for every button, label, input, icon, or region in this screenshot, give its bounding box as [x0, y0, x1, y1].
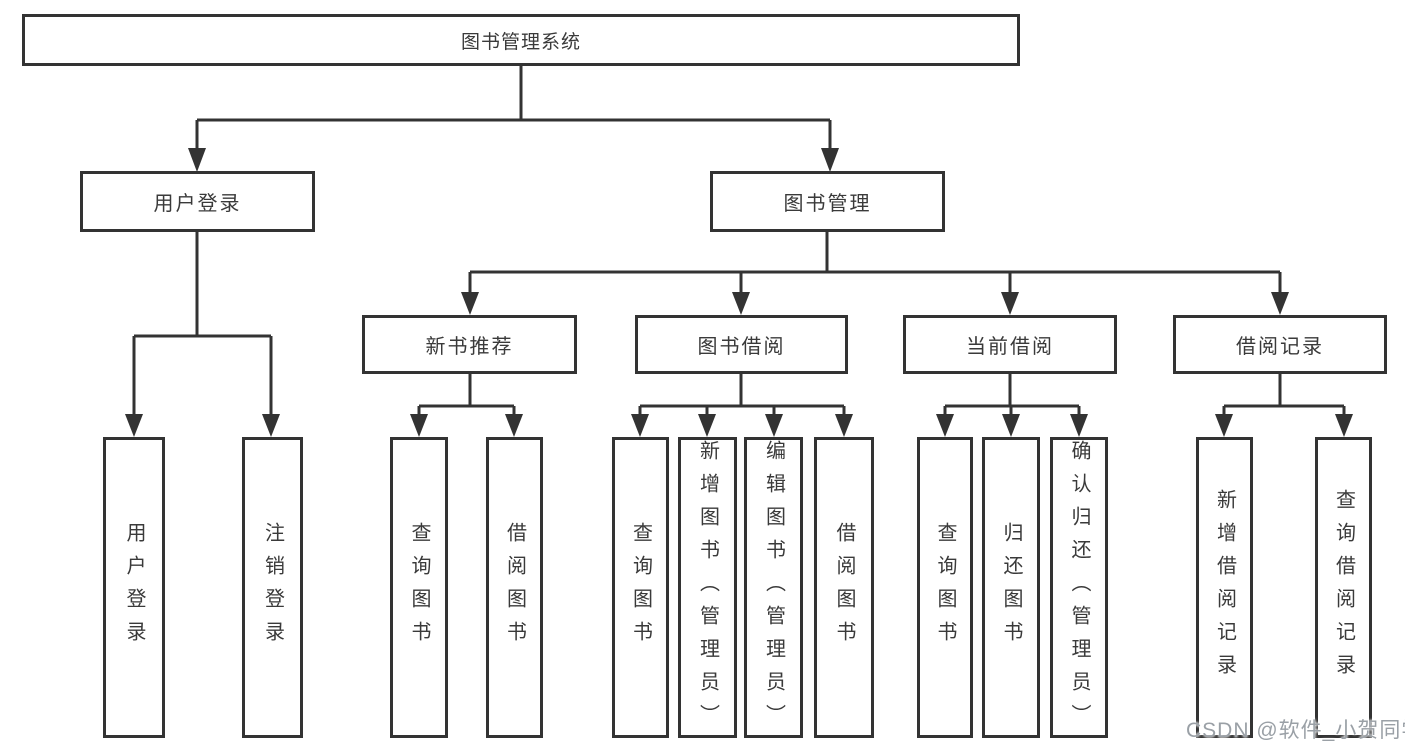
- connector-user-login-to-leaves: [125, 232, 280, 437]
- connector-book-borrow-to-leaves: [631, 374, 853, 437]
- connector-borrow-records-to-leaves: [1215, 374, 1353, 437]
- node-borrow-records: 借阅记录: [1173, 315, 1387, 374]
- node-query-books-recommend: 查询图书: [390, 437, 448, 738]
- node-query-borrow-record: 查询借阅记录: [1315, 437, 1372, 738]
- node-book-borrow: 图书借阅: [635, 315, 848, 374]
- node-user-login-leaf: 用户登录: [103, 437, 165, 738]
- node-current-borrow: 当前借阅: [903, 315, 1117, 374]
- node-query-books-borrow: 查询图书: [612, 437, 669, 738]
- connector-book-management-to-level3: [461, 232, 1289, 315]
- node-new-book-recommend: 新书推荐: [362, 315, 577, 374]
- node-borrow-books-leaf: 借阅图书: [814, 437, 874, 738]
- connector-new-book-recommend-to-leaves: [410, 374, 523, 437]
- node-confirm-return-admin: 确认归还（管理员）: [1050, 437, 1108, 738]
- node-root: 图书管理系统: [22, 14, 1020, 66]
- node-query-books-current: 查询图书: [917, 437, 973, 738]
- node-return-books: 归还图书: [982, 437, 1040, 738]
- node-edit-books-admin: 编辑图书（管理员）: [744, 437, 803, 738]
- node-add-borrow-record: 新增借阅记录: [1196, 437, 1253, 738]
- connector-current-borrow-to-leaves: [936, 374, 1088, 437]
- node-borrow-books-recommend: 借阅图书: [486, 437, 543, 738]
- connector-root-to-level2: [188, 66, 839, 172]
- node-logout-leaf: 注销登录: [242, 437, 303, 738]
- node-add-books-admin: 新增图书（管理员）: [678, 437, 737, 738]
- node-user-login: 用户登录: [80, 171, 315, 232]
- node-book-management: 图书管理: [710, 171, 945, 232]
- watermark: CSDN @软件_小贺同学: [1186, 719, 1405, 742]
